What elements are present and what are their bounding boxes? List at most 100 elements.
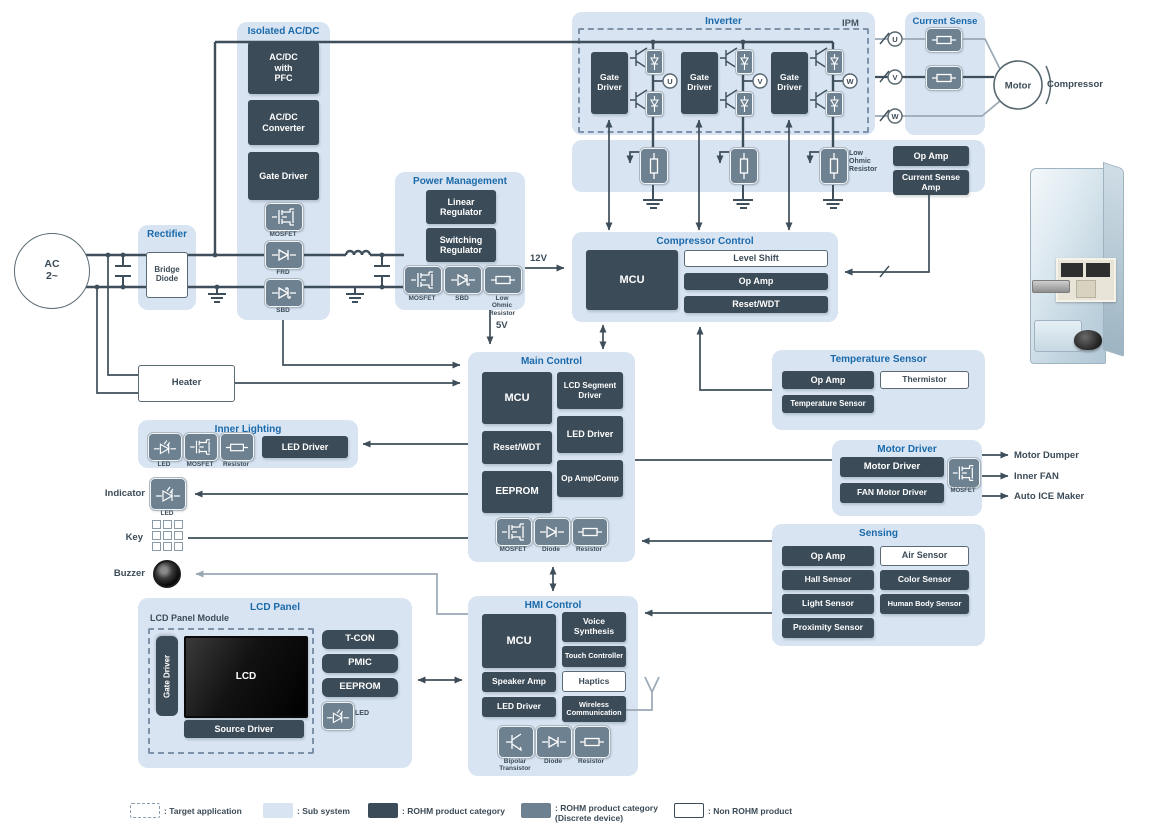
- main-control-title: Main Control: [520, 356, 583, 367]
- mosfet-icon: [264, 202, 304, 232]
- panel-temperature-sensor: [772, 350, 985, 430]
- inverter-title: Inverter: [705, 16, 742, 27]
- fridge-panel: [1076, 280, 1096, 298]
- bipolar-transistor-label: Bipolar Transistor: [499, 758, 531, 773]
- heater-block: Heater: [138, 365, 235, 402]
- mosfet-icon: [403, 265, 443, 295]
- resistor-icon: [573, 725, 611, 759]
- op-amp-block: Op Amp: [782, 546, 874, 566]
- freewheel-diode-icon: [825, 91, 844, 117]
- current-sense-amp-block: Current Sense Amp: [893, 170, 969, 195]
- resistor-label: Resistor: [222, 461, 249, 468]
- mosfet-label: MOSFET: [186, 461, 214, 468]
- legend-rohm-discrete-swatch: [521, 803, 551, 818]
- refrigerator-illustration: [1030, 162, 1124, 364]
- buzzer-label: Buzzer: [113, 568, 145, 579]
- low-ohmic-resistor-label: Low Ohmic Resistor: [849, 150, 878, 174]
- legend-rohm-discrete: : ROHM product category (Discrete device…: [555, 803, 658, 824]
- lcd-segment-driver-block: LCD Segment Driver: [557, 372, 623, 409]
- mosfet-icon: [947, 457, 981, 489]
- bridge-diode-block: Bridge Diode: [146, 252, 188, 298]
- led-driver-block: LED Driver: [557, 416, 623, 453]
- hall-sensor-block: Hall Sensor: [782, 570, 874, 590]
- mcu-block: MCU: [482, 372, 552, 424]
- lcd-module-dashed-box: [148, 628, 314, 754]
- haptics-block: Haptics: [562, 671, 626, 692]
- resistor-icon: [571, 517, 609, 547]
- diode-label: Diode: [543, 758, 563, 765]
- acdc-pfc-block: AC/DC with PFC: [248, 42, 319, 94]
- shunt-resistor-icon: [925, 65, 963, 91]
- cs-phase-v: V: [892, 73, 897, 82]
- op-amp-comp-block: Op Amp/Comp: [557, 460, 623, 497]
- output-inner-fan: Inner FAN: [1014, 471, 1059, 482]
- fridge-slot: [1086, 263, 1110, 277]
- inverter-gate-driver-u: Gate Driver: [591, 52, 628, 114]
- buzzer-icon: [153, 560, 181, 588]
- lcd-panel-module-label: LCD Panel Module: [150, 613, 230, 623]
- sbd-label: SBD: [276, 307, 290, 314]
- freewheel-diode-icon: [825, 49, 844, 75]
- op-amp-block: Op Amp: [893, 146, 969, 166]
- isolated-acdc-title: Isolated AC/DC: [247, 26, 320, 37]
- gate-driver-block: Gate Driver: [248, 152, 319, 200]
- mosfet-icon: [183, 432, 219, 462]
- air-sensor-block: Air Sensor: [880, 546, 969, 566]
- op-amp-block: Op Amp: [684, 273, 828, 290]
- keypad-icon: [152, 520, 183, 551]
- eeprom-block: EEPROM: [482, 471, 552, 513]
- freewheel-diode-icon: [735, 91, 754, 117]
- sbd-icon: [443, 265, 483, 295]
- compressor-label: Compressor: [1047, 79, 1103, 90]
- inverter-gate-driver-v: Gate Driver: [681, 52, 718, 114]
- bipolar-transistor-icon: [497, 725, 535, 759]
- frd-label: FRD: [276, 269, 290, 276]
- resistor-icon: [483, 265, 523, 295]
- freewheel-diode-icon: [645, 91, 664, 117]
- cs-phase-w: W: [891, 112, 899, 121]
- led-label: LED: [157, 461, 171, 468]
- mosfet-label: MOSFET: [499, 546, 527, 553]
- led-icon: [321, 701, 355, 731]
- lcd-panel-title: LCD Panel: [249, 602, 300, 613]
- hmi-control-title: HMI Control: [524, 600, 582, 611]
- fan-motor-driver-block: FAN Motor Driver: [840, 483, 944, 503]
- lcd-gate-driver-block: Gate Driver: [156, 636, 178, 716]
- ipm-dashed-box: [578, 28, 869, 133]
- mcu-block: MCU: [482, 614, 556, 668]
- fridge-compressor: [1074, 330, 1102, 350]
- thermistor-block: Thermistor: [880, 371, 969, 389]
- diode-label: Diode: [541, 546, 561, 553]
- proximity-sensor-block: Proximity Sensor: [782, 618, 874, 638]
- legend-target-application-swatch: [130, 803, 160, 818]
- legend-sub-system: : Sub system: [297, 806, 350, 816]
- legend-non-rohm-swatch: [674, 803, 704, 818]
- op-amp-block: Op Amp: [782, 371, 874, 389]
- diode-icon: [535, 725, 573, 759]
- color-sensor-block: Color Sensor: [880, 570, 969, 590]
- legend-sub-system-swatch: [263, 803, 293, 818]
- motor-driver-block: Motor Driver: [840, 457, 944, 477]
- cs-phase-u: U: [892, 35, 897, 44]
- resistor-label: Resistor: [575, 546, 602, 553]
- fridge-slot: [1061, 263, 1083, 277]
- key-label: Key: [125, 532, 143, 543]
- voice-synthesis-block: Voice Synthesis: [562, 612, 626, 642]
- mcu-block: MCU: [586, 250, 678, 310]
- mosfet-icon: [495, 517, 533, 547]
- ac-source: AC 2~: [14, 233, 90, 309]
- low-ohmic-resistor-label: Low Ohmic Resistor: [488, 295, 515, 317]
- shunt-resistor-icon: [925, 27, 963, 53]
- touch-controller-block: Touch Controller: [562, 646, 626, 667]
- lcd-screen: LCD: [184, 636, 308, 718]
- legend-non-rohm: : Non ROHM product: [708, 806, 793, 816]
- led-label: LED: [355, 710, 369, 717]
- speaker-amp-block: Speaker Amp: [482, 672, 556, 692]
- freewheel-diode-icon: [645, 49, 664, 75]
- output-motor-dumper: Motor Dumper: [1014, 450, 1079, 461]
- legend-rohm-product: : ROHM product category: [402, 806, 505, 816]
- rail-5v-label: 5V: [496, 320, 508, 331]
- resistor-label: Resistor: [577, 758, 604, 765]
- led-icon: [147, 432, 183, 462]
